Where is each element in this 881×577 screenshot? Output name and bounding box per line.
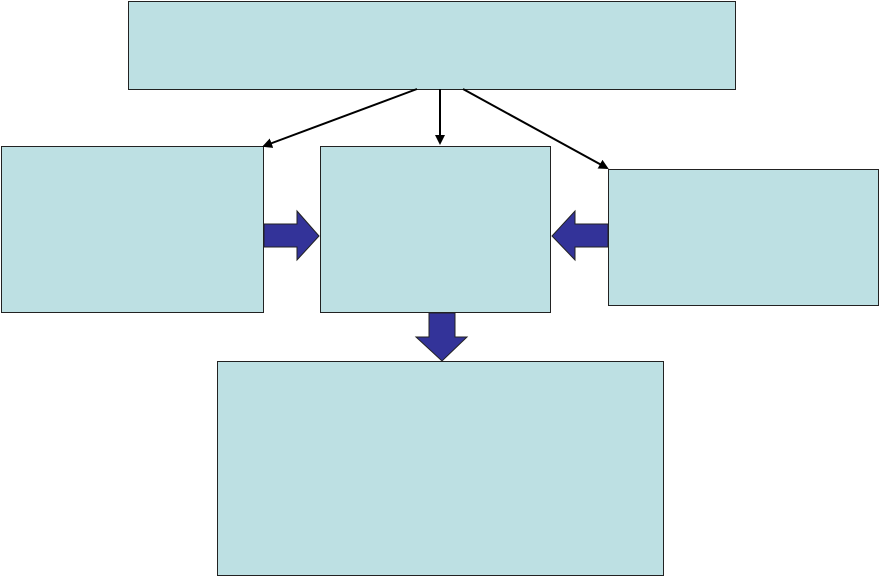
box-right xyxy=(608,169,879,306)
arrow-top-to-left xyxy=(262,88,418,148)
block-arrow-left-to-center xyxy=(263,209,320,262)
block-arrow-right-to-center xyxy=(551,209,609,262)
block-arrow-center-to-bottom xyxy=(414,312,469,362)
box-left xyxy=(1,146,264,313)
arrow-top-to-right xyxy=(462,88,609,169)
box-bottom xyxy=(217,361,664,576)
box-center xyxy=(320,146,551,313)
box-top xyxy=(128,1,736,90)
